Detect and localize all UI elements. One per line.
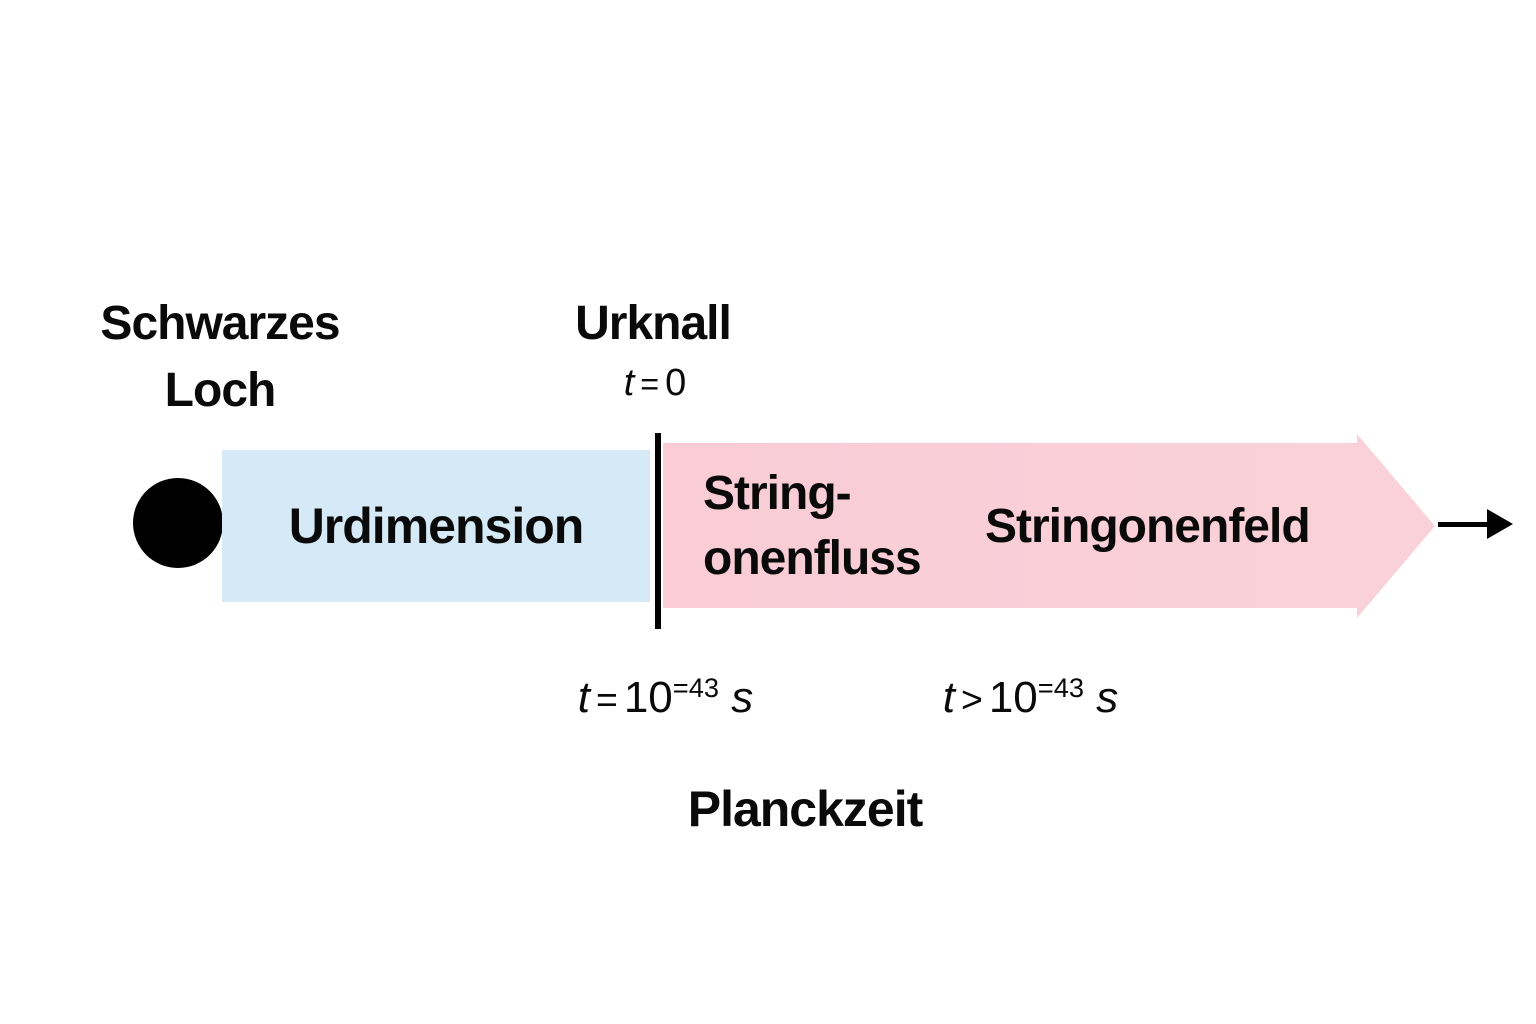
planck-time-exponent: =43 xyxy=(672,672,720,703)
urdimension-bar: Urdimension xyxy=(222,450,650,602)
planck-time-label: t=10=43 s xyxy=(528,672,803,723)
after-planck-unit: s xyxy=(1096,673,1119,722)
planck-time-unit: s xyxy=(731,673,754,722)
after-planck-variable: t xyxy=(942,673,955,722)
urdimension-label: Urdimension xyxy=(288,497,585,554)
black-hole-label-line2: Loch xyxy=(164,364,277,417)
t-zero-value: 0 xyxy=(665,362,687,404)
black-hole-label: Schwarzes Loch xyxy=(60,290,380,424)
stringonen-arrow-head xyxy=(1357,434,1435,618)
planck-time-operator: = xyxy=(595,678,618,720)
after-planck-operator: > xyxy=(960,678,983,720)
stringonenfeld-label: Stringonenfeld xyxy=(985,500,1311,553)
t-zero-variable: t xyxy=(623,362,635,404)
black-hole-dot xyxy=(133,478,223,568)
after-planck-base: 10 xyxy=(988,673,1038,722)
urknall-label: Urknall xyxy=(575,297,732,350)
stringonenfluss-label-line2: onenfluss xyxy=(703,532,922,585)
planck-time-base: 10 xyxy=(623,673,673,722)
after-planck-time-label: t>10=43 s xyxy=(893,672,1168,723)
t-zero-operator: = xyxy=(640,366,660,402)
stringonenfluss-label: String- onenfluss xyxy=(703,461,922,591)
big-bang-divider-line xyxy=(655,433,661,629)
continuation-arrow-head-icon xyxy=(1487,509,1513,539)
after-planck-exponent: =43 xyxy=(1037,672,1085,703)
stringonen-arrow-body xyxy=(663,443,1357,608)
t-zero-label: t=0 xyxy=(545,362,765,405)
black-hole-label-line1: Schwarzes xyxy=(100,297,340,350)
stringonenfluss-label-line1: String- xyxy=(703,467,852,520)
continuation-arrow-line xyxy=(1438,522,1490,527)
planckzeit-label: Planckzeit xyxy=(687,781,924,837)
planck-time-variable: t xyxy=(577,673,590,722)
